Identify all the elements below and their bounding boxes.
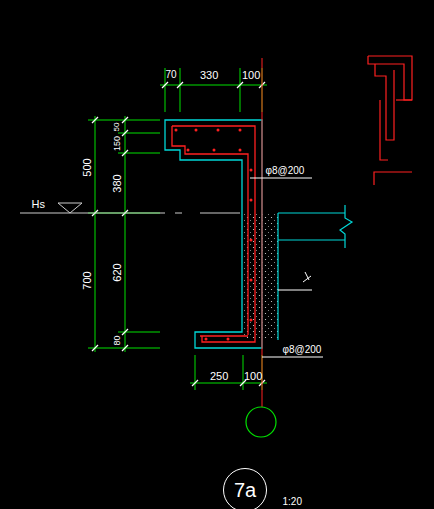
axis-line [262, 58, 263, 407]
axis-circle [246, 407, 276, 437]
dimension-text: 80 [113, 335, 122, 345]
slab [278, 205, 352, 340]
dim-ticks [92, 82, 265, 386]
wall-outline [165, 120, 262, 348]
dimension-text: 250 [210, 371, 228, 382]
dimension-text: 500 [82, 158, 93, 176]
dimension-text: 100 [244, 371, 262, 382]
level-mark: Hs [32, 199, 45, 210]
dimension-text: 100 [242, 70, 260, 81]
dimension-text: 620 [112, 263, 123, 281]
rebar-note: φ8@200 [283, 345, 322, 355]
ground-line [20, 203, 240, 213]
rebar-note: φ8@200 [266, 166, 305, 176]
dimension-text: 150 [113, 135, 122, 150]
callout-number: 7a [234, 480, 256, 500]
dimension-text: 70 [166, 70, 177, 80]
leader-lines [250, 178, 323, 357]
detail-sketch [368, 56, 412, 185]
dimension-text: 50 [113, 123, 121, 132]
dimension-text: 380 [112, 174, 123, 192]
rebar [172, 126, 255, 342]
detail-callout: 7a [223, 468, 267, 509]
rebar-dots [175, 129, 253, 341]
dimension-text: 700 [82, 271, 93, 289]
scale-note: 1:20 [283, 497, 302, 507]
dimension-lines [88, 68, 267, 390]
dimension-text: 330 [200, 70, 218, 81]
